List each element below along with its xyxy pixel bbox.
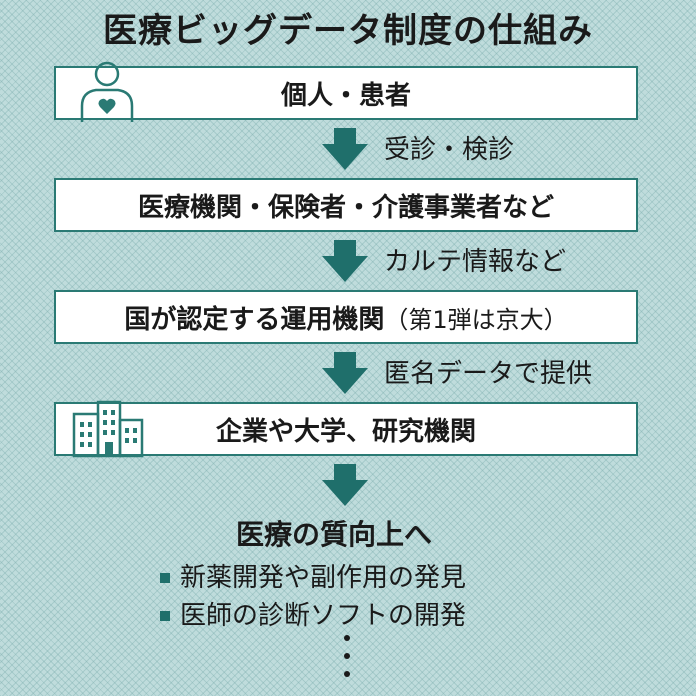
step-label-main: 国が認定する運用機関: [124, 304, 385, 335]
person-heart-icon: [80, 61, 134, 122]
arrow-label: 匿名データで提供: [384, 359, 593, 389]
step-label: 医療機関・保険者・介護事業者など: [138, 187, 554, 224]
step-label-main: 医療機関・保険者・介護事業者など: [137, 192, 554, 223]
step-label: 国が認定する運用機関（第1弾は京大）: [124, 299, 567, 336]
building-icon: [72, 400, 144, 458]
bullet-text: 新薬開発や副作用の発見: [180, 563, 467, 593]
vertical-ellipsis-icon: [344, 635, 350, 677]
bullet-text: 医師の診断ソフトの開発: [180, 601, 467, 631]
arrow-label: カルテ情報など: [384, 247, 567, 277]
step-companies-universities: 企業や大学、研究機関: [54, 402, 638, 456]
step-label-main: 個人・患者: [280, 80, 411, 111]
bullet-square-icon: [160, 573, 170, 583]
flow-arrow: [322, 128, 368, 170]
step-individual-patient: 個人・患者: [54, 66, 638, 120]
bullet-square-icon: [160, 611, 170, 621]
step-label: 個人・患者: [281, 75, 411, 112]
step-medical-institutions: 医療機関・保険者・介護事業者など: [54, 178, 638, 232]
flow-arrow: [322, 240, 368, 282]
arrow-label: 受診・検診: [384, 135, 515, 165]
outcome-bullet: 新薬開発や副作用の発見: [160, 560, 466, 596]
step-label-sub: （第1弾は京大）: [384, 305, 568, 334]
outcome-title: 医療の質向上へ: [236, 518, 433, 551]
step-label: 企業や大学、研究機関: [216, 411, 476, 448]
flow-arrow: [322, 464, 368, 506]
outcome-bullet: 医師の診断ソフトの開発: [160, 598, 466, 634]
diagram-title: 医療ビッグデータ制度の仕組み: [103, 11, 593, 51]
step-label-main: 企業や大学、研究機関: [215, 416, 476, 447]
flow-arrow: [322, 352, 368, 394]
step-certified-operator: 国が認定する運用機関（第1弾は京大）: [54, 290, 638, 344]
